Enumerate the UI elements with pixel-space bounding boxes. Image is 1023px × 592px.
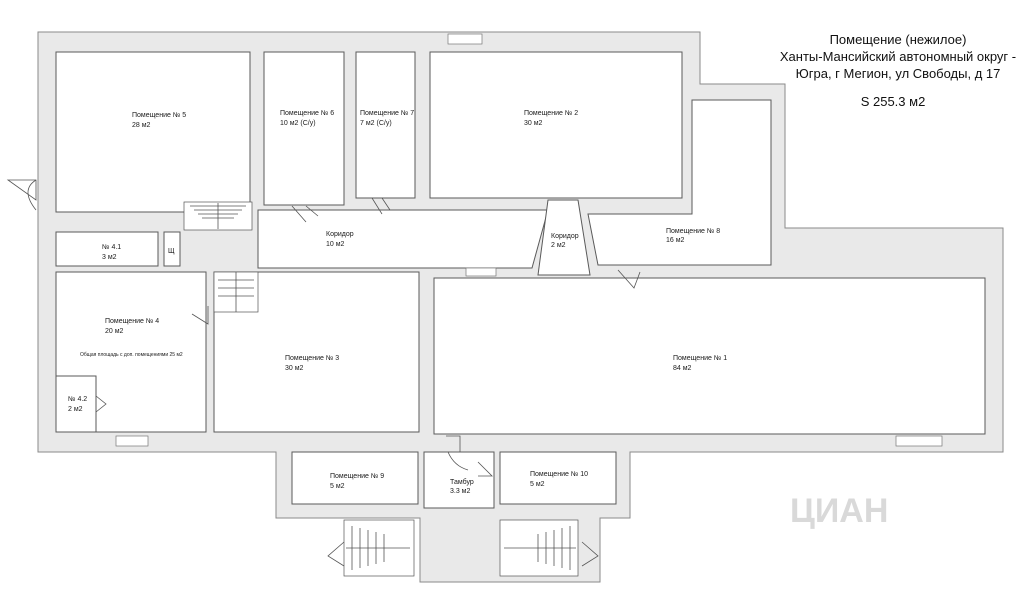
corridor-2 [537, 199, 591, 276]
stairs-upper [183, 201, 253, 231]
room-9-area: 5 м2 [330, 483, 345, 490]
room-2-name: Помещение № 2 [524, 110, 578, 117]
room-7 [355, 51, 416, 199]
window-room4 [115, 435, 149, 447]
room-8-name: Помещение № 8 [666, 228, 720, 235]
room-7-area: 7 м2 (С/у) [360, 120, 392, 127]
corridor-2-area: 2 м2 [551, 242, 566, 249]
room-2 [429, 51, 683, 199]
window-room1 [895, 435, 943, 447]
room-4-name: Помещение № 4 [105, 318, 159, 325]
room-8-area: 16 м2 [666, 237, 685, 244]
corridor-1-area: 10 м2 [326, 241, 345, 248]
room-3-name: Помещение № 3 [285, 355, 339, 362]
room-10-area: 5 м2 [530, 481, 545, 488]
room-4-2 [55, 375, 97, 433]
room-2-area: 30 м2 [524, 120, 543, 127]
room-4-note: Общая площадь с доп. помещениями 25 м2 [80, 352, 183, 358]
room-10-name: Помещение № 10 [530, 471, 588, 478]
header-line3: Югра, г Мегион, ул Свободы, д 17 [796, 66, 1001, 81]
room-5-area: 28 м2 [132, 122, 151, 129]
room-5-name: Помещение № 5 [132, 112, 186, 119]
header-area: S 255.3 м2 [861, 94, 926, 109]
room-1-area: 84 м2 [673, 365, 692, 372]
room-6 [263, 51, 345, 206]
door-swings [6, 179, 641, 567]
room-9 [291, 451, 419, 505]
watermark: ЦИАН [790, 492, 888, 530]
tambur-name: Тамбур [450, 478, 474, 486]
shield-label: Щ [168, 248, 175, 255]
room-8 [587, 99, 772, 266]
tambur [423, 451, 495, 509]
room-4-2-area: 2 м2 [68, 406, 83, 413]
stairs-bottom-left [343, 519, 415, 577]
header-line1: Помещение (нежилое) [830, 32, 967, 47]
room-4-2-name: № 4.2 [68, 396, 87, 403]
stairs-mid [213, 271, 259, 313]
room-7-name: Помещение № 7 [360, 110, 414, 117]
room-1 [433, 277, 986, 435]
shield-cabinet [163, 231, 181, 267]
header-line2: Ханты-Мансийский автономный округ - [780, 49, 1016, 64]
room-10 [499, 451, 617, 505]
room-4-1 [55, 231, 159, 267]
window-top [447, 33, 483, 45]
stairs-bottom-right [499, 519, 579, 577]
room-1-name: Помещение № 1 [673, 355, 727, 362]
corridor-2-name: Коридор [551, 233, 579, 240]
room-3-area: 30 м2 [285, 365, 304, 372]
corridor-1-name: Коридор [326, 231, 354, 238]
room-6-area: 10 м2 (С/у) [280, 120, 316, 127]
room-5 [55, 51, 251, 213]
room-9-name: Помещение № 9 [330, 473, 384, 480]
window-corridor [465, 267, 497, 277]
room-4-1-area: 3 м2 [102, 254, 117, 261]
tambur-area: 3.3 м2 [450, 488, 470, 495]
corridor-10 [257, 209, 549, 269]
room-4-area: 20 м2 [105, 328, 124, 335]
room-6-name: Помещение № 6 [280, 110, 334, 117]
room-4-1-name: № 4.1 [102, 244, 121, 251]
